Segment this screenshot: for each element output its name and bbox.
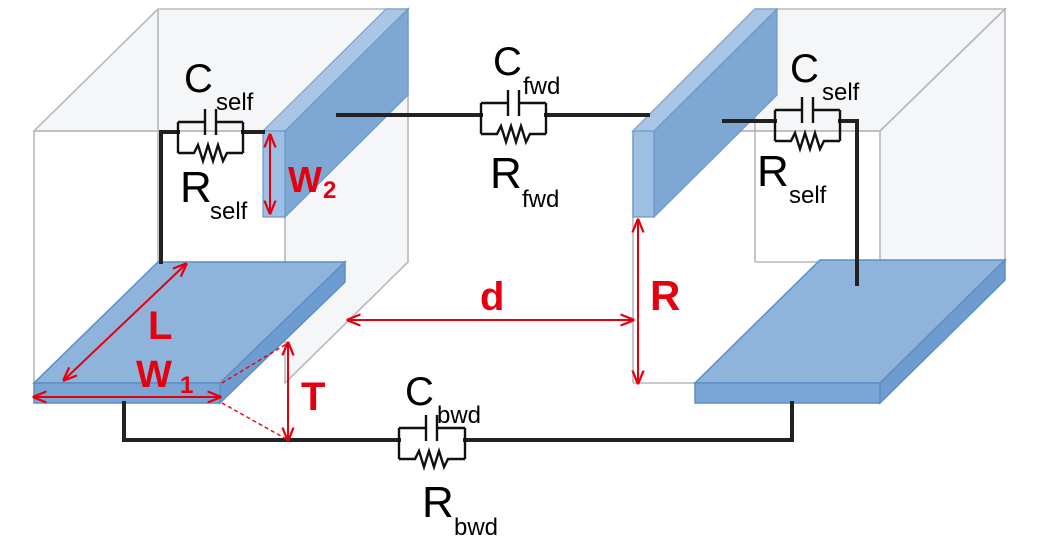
r-bwd-subscript: bwd <box>454 514 498 539</box>
r-fwd-subscript: fwd <box>522 186 559 213</box>
w2-subscript: 2 <box>323 177 336 204</box>
r-self-left-label: R <box>180 163 212 212</box>
l-arrow <box>64 264 186 380</box>
d-label: d <box>480 275 504 319</box>
c-fwd-subscript: fwd <box>523 73 560 100</box>
l-label: L <box>148 304 172 348</box>
w1-subscript: 1 <box>180 372 193 399</box>
right-bottom-electrode <box>693 258 1007 405</box>
c-self-left-subscript: self <box>216 89 254 116</box>
r-fwd-label: R <box>490 149 522 198</box>
r-self-right-label: R <box>757 147 789 196</box>
rc-element-forward <box>479 90 548 147</box>
r-label: R <box>650 272 680 319</box>
rc-element-left-self <box>176 109 245 166</box>
c-self-right-label: C <box>790 47 819 91</box>
r-bwd-label: R <box>422 478 454 527</box>
c-bwd-subscript: bwd <box>437 402 481 429</box>
rc-element-backward <box>397 415 467 472</box>
rc-element-right-self <box>773 97 842 154</box>
c-self-left-label: C <box>184 57 213 101</box>
w1-label: W <box>136 354 172 396</box>
c-bwd-label: C <box>405 370 434 414</box>
r-self-left-subscript: self <box>210 198 248 225</box>
r-self-right-subscript: self <box>789 182 827 209</box>
circuit-wires <box>122 113 859 442</box>
c-fwd-label: C <box>493 40 522 84</box>
w2-label: W <box>288 159 322 200</box>
t-label: T <box>301 375 325 419</box>
right-vertical-electrode <box>631 7 779 219</box>
c-self-right-subscript: self <box>822 79 860 106</box>
dimension-arrows <box>34 135 638 440</box>
